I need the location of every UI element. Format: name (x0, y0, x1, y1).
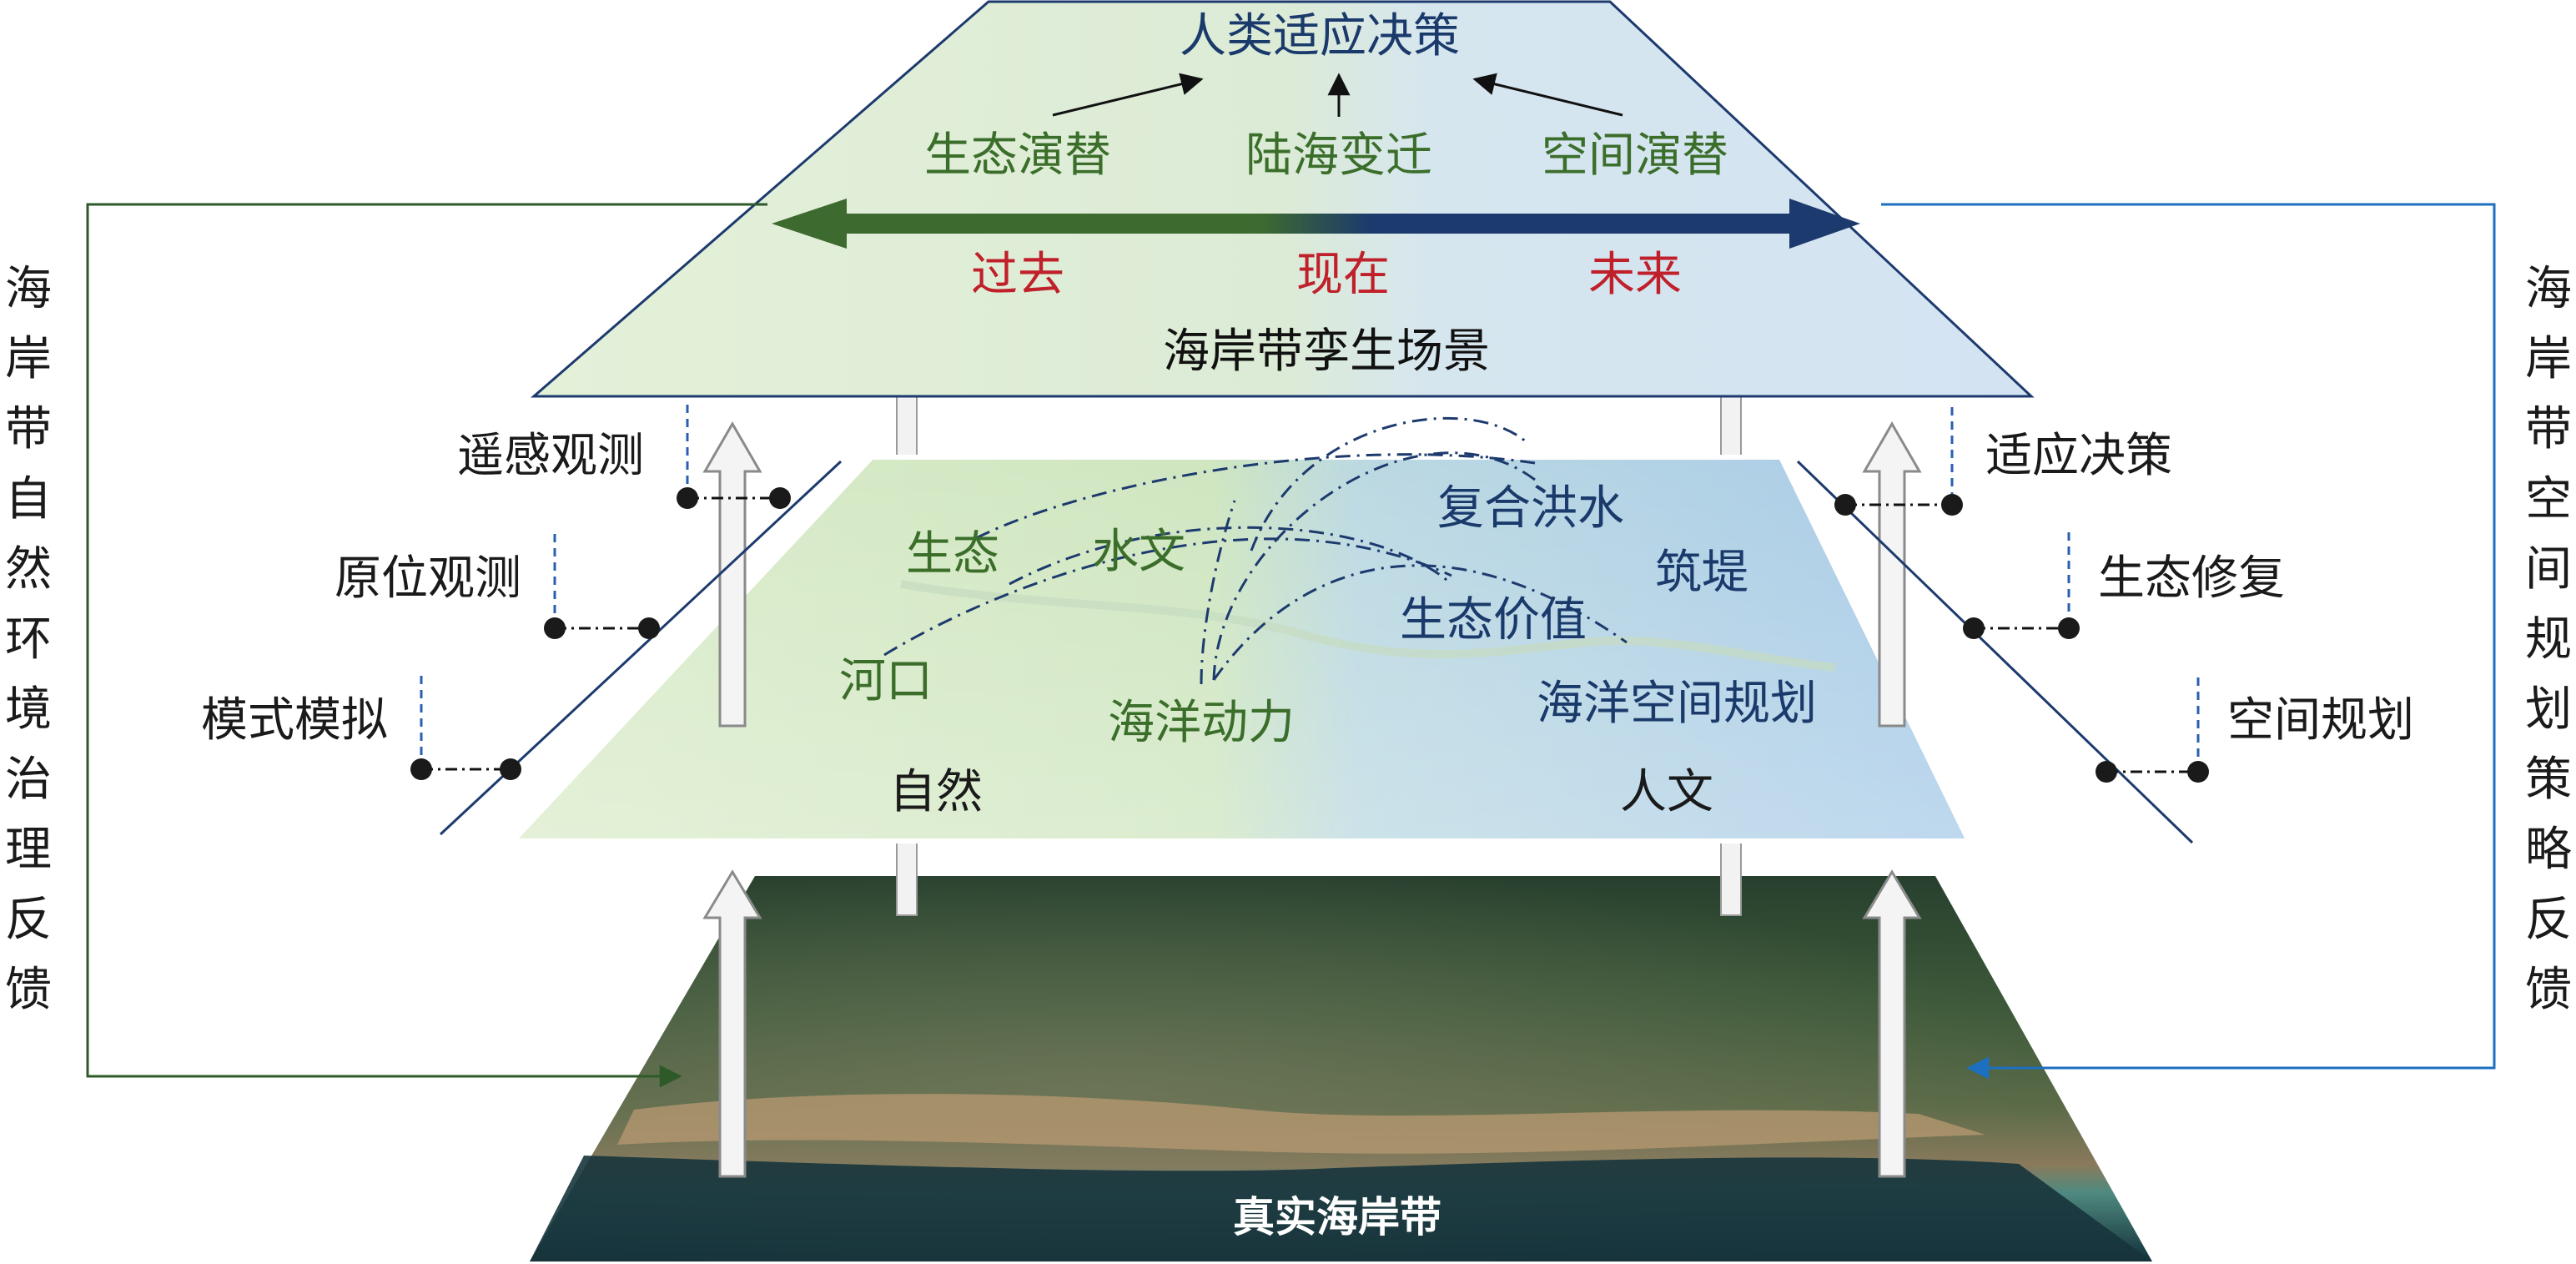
top-layer: 人类适应决策 生态演替 陆海变迁 空间演替 过去 现在 未来 海岸带孪生场景 (530, 0, 2035, 398)
left-dot-model-b (500, 758, 521, 780)
up-arrow-left-upper (702, 421, 762, 728)
left-dot-insitu-a (544, 617, 566, 639)
twin-map-coastline (900, 580, 1836, 672)
label-hydrology: 水文 (1092, 525, 1185, 579)
method-model-simulation: 模式模拟 (201, 693, 388, 748)
left-methods: 遥感观测 原位观测 模式模拟 (201, 405, 843, 836)
right-dot-planning-a (2096, 761, 2117, 783)
arrow-spatial-to-title (1472, 73, 1623, 117)
curve-hydro-flood (1250, 416, 1527, 551)
curve-dynamics-value (1212, 564, 1628, 681)
left-dot-remote-a (677, 487, 698, 509)
label-compound-flood: 复合洪水 (1437, 481, 1624, 536)
right-feedback-char: 划 (2525, 682, 2572, 737)
right-feedback-char: 间 (2525, 542, 2572, 597)
twin-scene-trapezoid (530, 0, 2035, 398)
label-ecology: 生态 (906, 527, 999, 582)
process-arrows (1052, 73, 1623, 117)
sand-shoreline (617, 1094, 1985, 1154)
label-humanities: 人文 (1620, 765, 1713, 819)
right-methods: 适应决策 生态修复 空间规划 (1796, 407, 2414, 844)
middle-layer: 生态 水文 复合洪水 筑堤 生态价值 河口 海洋动力 海洋空间规划 自然 人文 (507, 416, 1973, 844)
arrow-succession-to-title (1052, 73, 1204, 117)
curve-ecology-flood (975, 453, 1536, 540)
right-feedback-char: 空 (2525, 472, 2572, 526)
right-feedback-loop (1881, 203, 2496, 1080)
left-feedback-line (86, 203, 767, 1088)
right-dot-adaptation-b (1941, 494, 1963, 516)
label-ecological-value: 生态价值 (1400, 593, 1587, 647)
left-feedback-char: 岸 (5, 332, 52, 386)
curve-estuary-value (883, 537, 1452, 657)
label-marine-spatial-planning: 海洋空间规划 (1537, 677, 1817, 731)
left-dot-model-a (410, 758, 432, 780)
left-feedback-char: 治 (5, 753, 52, 807)
process-spatial-succession: 空间演替 (1542, 128, 1728, 183)
human-adaptation-title: 人类适应决策 (1180, 9, 1460, 63)
curve-ecology-value (1009, 526, 1452, 586)
right-dot-planning-b (2187, 761, 2209, 783)
timeline-future: 未来 (1588, 248, 1682, 302)
left-feedback-loop (86, 203, 767, 1088)
process-land-sea-change: 陆海变迁 (1245, 128, 1432, 183)
up-arrow-right-lower (1862, 869, 1922, 1178)
left-feedback-char: 理 (5, 823, 52, 877)
post-bottom-right (1720, 838, 1742, 916)
label-nature: 自然 (889, 765, 983, 819)
right-feedback-char: 策 (2525, 753, 2572, 807)
left-feedback-char: 带 (5, 402, 52, 456)
method-spatial-planning: 空间规划 (2227, 693, 2414, 748)
right-feedback-char: 馈 (2525, 963, 2572, 1017)
label-embankment: 筑堤 (1655, 546, 1748, 600)
method-in-situ: 原位观测 (335, 551, 521, 606)
right-dot-restoration-b (2058, 617, 2080, 639)
left-feedback-char: 然 (5, 542, 52, 597)
up-arrow-right-upper (1862, 421, 1922, 728)
method-remote-sensing: 遥感观测 (457, 429, 644, 483)
twin-map-shade (513, 457, 1969, 841)
right-feedback-char: 海 (2525, 262, 2572, 316)
upward-arrows (702, 421, 1922, 1178)
bottom-layer: 真实海岸带 (530, 876, 2152, 1261)
left-feedback-char: 境 (5, 682, 52, 737)
post-bottom-left (896, 838, 918, 916)
right-feedback-char: 岸 (2525, 332, 2572, 386)
method-adaptation-decision: 适应决策 (1985, 429, 2172, 483)
left-dot-remote-b (769, 487, 791, 509)
right-feedback-char: 略 (2525, 823, 2572, 877)
right-feedback-line (1881, 203, 2496, 1080)
sea-area (530, 1156, 2152, 1261)
right-dot-restoration-a (1963, 617, 1985, 639)
curve-dynamics-flood-arc (1212, 451, 1536, 681)
curve-ocean-dynamics-left (1200, 500, 1236, 685)
left-feedback-char: 反 (5, 893, 52, 947)
timeline-arrow-body (772, 199, 1860, 249)
left-feedback-char: 环 (5, 612, 52, 667)
left-feedback-char: 海 (5, 262, 52, 316)
left-feedback-char: 自 (5, 472, 52, 526)
right-feedback-char: 带 (2525, 402, 2572, 456)
real-coast-label: 真实海岸带 (1233, 1193, 1441, 1241)
timeline-arrow (772, 199, 1860, 249)
label-ocean-dynamics: 海洋动力 (1108, 696, 1295, 750)
method-ecological-restoration: 生态修复 (2098, 551, 2285, 606)
right-method-rail (1796, 460, 2194, 844)
right-dot-adaptation-a (1834, 494, 1856, 516)
timeline-past: 过去 (971, 248, 1064, 302)
right-feedback-char: 规 (2525, 612, 2572, 667)
relationship-curves (883, 416, 1628, 685)
up-arrow-left-lower (702, 869, 762, 1178)
right-feedback-char: 反 (2525, 893, 2572, 947)
left-dot-insitu-b (638, 617, 660, 639)
timeline-present: 现在 (1296, 248, 1390, 302)
twin-scene-label: 海岸带孪生场景 (1163, 325, 1490, 379)
process-ecological-succession: 生态演替 (924, 128, 1111, 183)
label-estuary: 河口 (839, 654, 933, 708)
left-feedback-char: 馈 (5, 963, 52, 1017)
